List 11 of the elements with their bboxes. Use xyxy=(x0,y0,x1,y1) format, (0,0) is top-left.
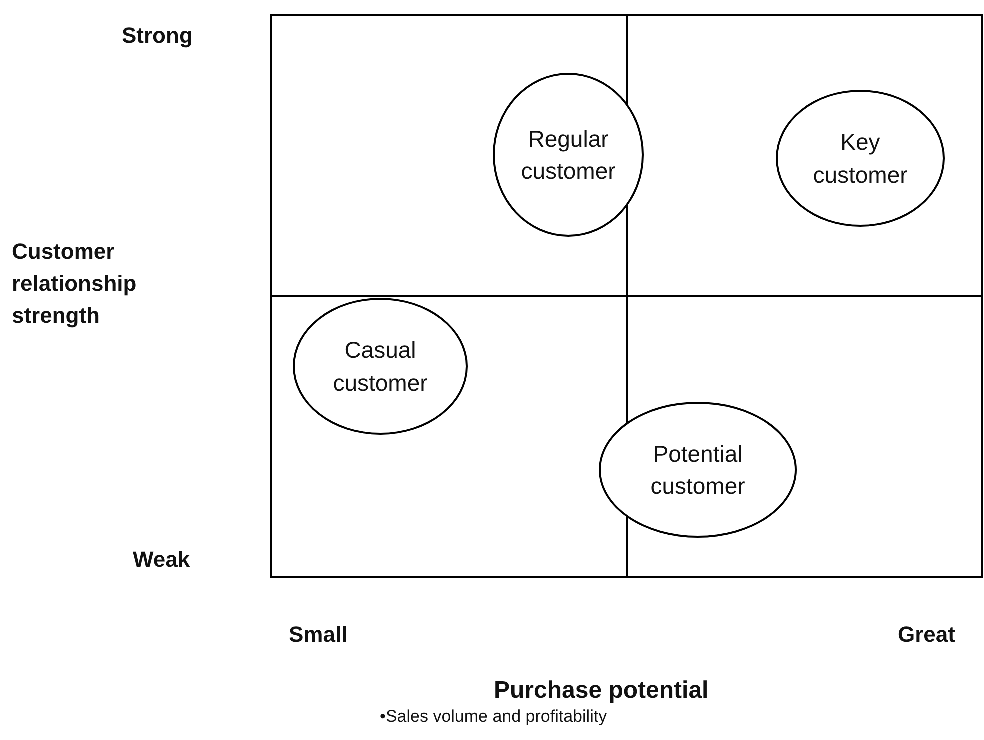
axis-note: •Sales volume and profitability xyxy=(380,706,608,728)
axis-end-label: Small xyxy=(289,621,348,649)
node-label: Potential customer xyxy=(650,440,746,501)
axis-title: Customer relationship strength xyxy=(12,238,138,330)
axis-end-label: Strong xyxy=(122,22,193,50)
node-label: Casual customer xyxy=(332,336,429,398)
axis-title: Purchase potential xyxy=(494,676,709,706)
node-label: Key customer xyxy=(812,128,909,190)
axis-end-label: Weak xyxy=(133,546,190,574)
axis-end-label: Great xyxy=(898,621,956,649)
node-label: Regular customer xyxy=(520,124,617,186)
